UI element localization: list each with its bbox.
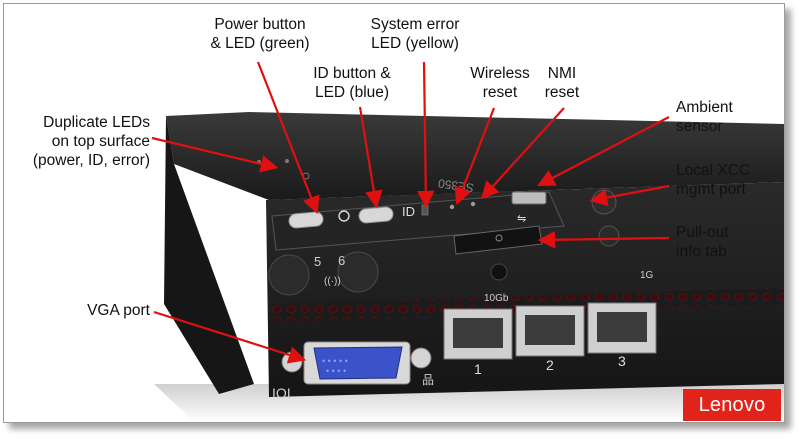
callout-power-button: Power button& LED (green) <box>210 16 310 52</box>
speed-label: 10Gb <box>484 293 509 304</box>
micro-usb-port <box>511 191 547 205</box>
ambient-sensor <box>591 189 617 215</box>
arrow-power <box>256 61 320 215</box>
antenna-port-6 <box>337 251 379 293</box>
round-button <box>490 263 508 281</box>
callout-id-button: ID button &LED (blue) <box>313 65 391 101</box>
vent-grille <box>272 288 784 322</box>
port6-label: 6 <box>338 253 345 268</box>
vga-pins: • • • • • <box>322 356 348 366</box>
port3-label: 3 <box>618 353 626 369</box>
port5-label: 5 <box>314 254 321 269</box>
vga-screw-right <box>410 347 432 369</box>
server-front-panel-illustration: ID ⇋ SE350 5 6 ((·)) <box>151 61 784 422</box>
wireless-icon: ((·)) <box>324 276 341 287</box>
usb-symbol: ⇋ <box>517 213 526 225</box>
id-button <box>358 206 394 224</box>
power-button <box>288 211 324 229</box>
vga-connector <box>313 346 403 380</box>
port1-label: 1 <box>474 361 482 377</box>
arrow-local-xcc <box>589 184 670 207</box>
speed-label-partial: 1G <box>640 270 654 281</box>
antenna-port-5 <box>268 254 310 296</box>
arrow-ambient <box>537 116 670 187</box>
arrow-pull-out <box>537 230 670 249</box>
callout-arrows <box>151 61 670 364</box>
arrow-wireless <box>454 107 496 206</box>
top-led-id <box>285 159 289 163</box>
port2-label: 2 <box>546 357 554 373</box>
screw <box>598 225 620 247</box>
id-text: ID <box>402 204 415 219</box>
arrow-nmi <box>481 107 565 200</box>
nmi-reset-hole <box>470 201 476 207</box>
callout-vga-port: VGA port <box>87 302 150 319</box>
lenovo-logo: Lenovo <box>683 389 781 421</box>
error-led <box>421 204 429 216</box>
sfp-port-2-opening <box>525 315 575 345</box>
arrow-duplicate-leds <box>151 136 279 173</box>
arrow-system-error <box>417 61 435 209</box>
tab-symbol <box>495 234 503 242</box>
chassis-left-side <box>164 116 254 394</box>
wireless-reset-hole <box>449 204 455 210</box>
figure-frame: ID ⇋ SE350 5 6 ((·)) <box>3 3 785 423</box>
arrow-vga <box>153 310 307 364</box>
sfp-port-1-opening <box>453 318 503 348</box>
arrow-id-button <box>358 106 383 209</box>
sfp-port-3-opening <box>597 312 647 342</box>
vga-pins-row2: • • • • <box>326 366 346 376</box>
power-symbol <box>338 210 350 222</box>
network-symbol: 品 <box>422 373 434 387</box>
vga-symbol: IOI <box>272 385 291 401</box>
